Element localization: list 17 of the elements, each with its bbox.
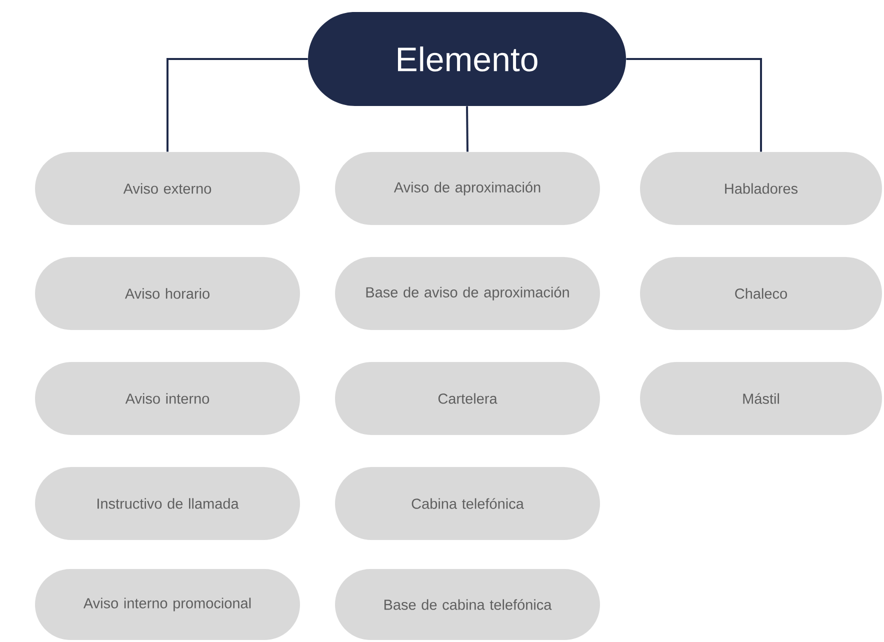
category-pill: Aviso externo [35,152,300,225]
connector-line [166,58,308,152]
category-pill: Base de cabina telefónica [335,568,600,640]
category-pill: Instructivo de llamada [35,466,300,540]
category-pill: Habladores [640,152,882,225]
title-pill: Elemento [308,12,626,106]
category-pill: Aviso interno [35,362,300,435]
category-pill: Chaleco [640,257,882,330]
category-pill: Aviso de aproximación [335,152,600,225]
category-pill: Mástil [640,362,882,435]
category-pill: Cabina telefónica [335,466,600,540]
connector-line [626,58,762,152]
category-pill: Aviso horario [35,257,300,330]
category-pill: Base de aviso de aproximación [335,257,600,330]
category-pill: Cartelera [335,362,600,435]
connector-line [466,106,468,152]
category-pill: Aviso interno promocional [35,568,300,640]
